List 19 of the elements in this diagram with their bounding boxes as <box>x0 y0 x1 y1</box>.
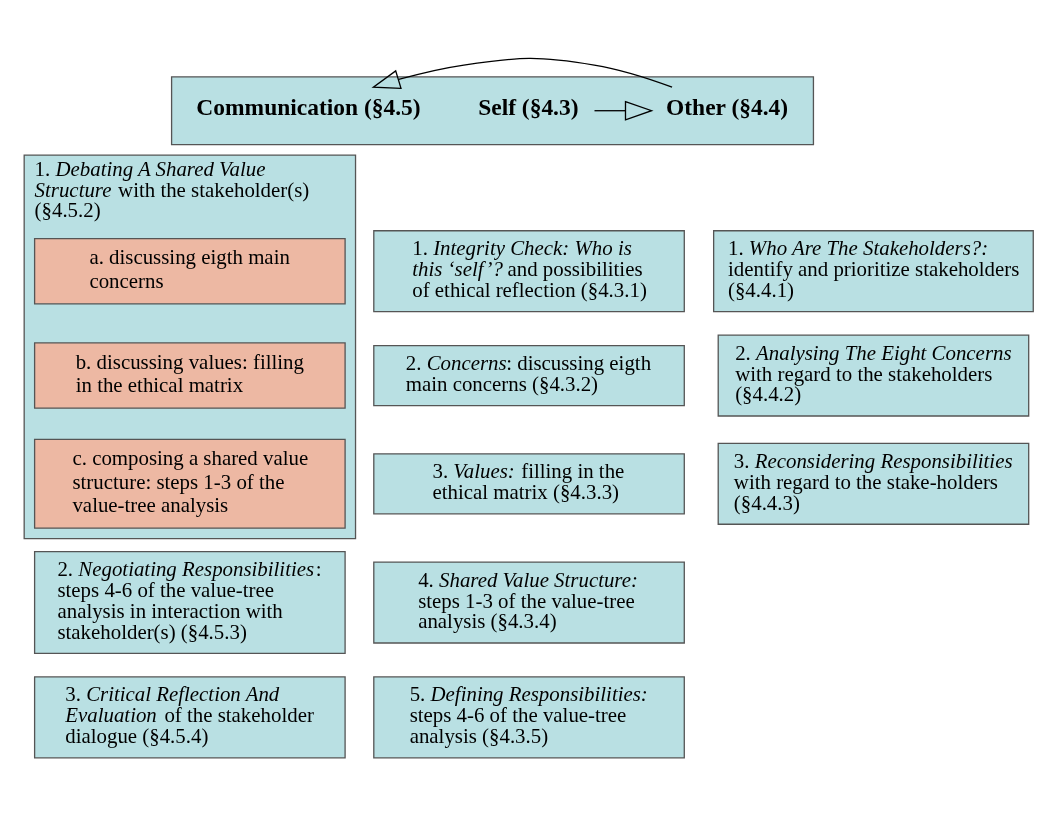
node-box: 1. Who Are The Stakeholders?: identify and prioritize stakeholders (§4.4.1) <box>713 230 1034 313</box>
arrow <box>593 100 654 121</box>
node-box: 4. Shared Value Structure: steps 1-3 of the value-tree analysis (§4.3.4) <box>373 561 685 644</box>
node-box: 1. Integrity Check: Who is this ‘self’? and possibilities of ethical reflection (§4.3.1) <box>373 230 685 313</box>
node-box: 2. Analysing The Eight Concerns with regard to the stakeholders (§4.4.2) <box>717 334 1030 417</box>
node-box: 3. Critical Reflection And Evaluation of the stakeholder dialogue (§4.5.4) <box>33 676 346 759</box>
node-box: a. discussing eigth main concerns <box>33 237 346 305</box>
node-text: Self (§4.3) <box>478 94 579 121</box>
cluster <box>170 76 815 146</box>
arrow <box>371 57 673 90</box>
node-box: 3. Values: filling in the ethical matrix (§4.3.3) <box>373 453 685 515</box>
node-text: Other (§4.4) <box>666 94 789 121</box>
node-box: 3. Reconsidering Responsibilities with regard to the stake-holders (§4.4.3) <box>717 442 1030 525</box>
node-text: Communication (§4.5) <box>196 94 421 121</box>
node-box: b. discussing values: filling in the ethical matrix <box>33 342 346 409</box>
node-box: 5. Defining Responsibilities: steps 4-6 of the value-tree analysis (§4.3.5) <box>373 676 685 759</box>
node-box: c. composing a shared value structure: steps 1-3 of the value-tree analysis <box>33 438 346 529</box>
node-box: 2. Concerns: discussing eigth main concerns (§4.3.2) <box>373 344 685 407</box>
node-box: 2. Negotiating Responsibilities: steps 4-6 of the value-tree analysis in interaction with stakeholder(s) (§4.5.3) <box>33 551 346 655</box>
